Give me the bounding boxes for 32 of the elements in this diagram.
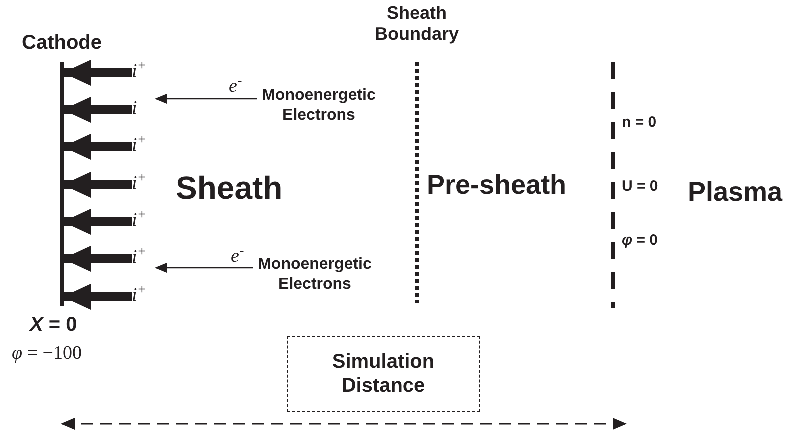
plasma-boundary-line [609, 62, 617, 308]
electron-arrow [155, 263, 253, 273]
electron-arrow [155, 94, 257, 104]
region-label: Pre-sheath [427, 169, 567, 202]
region-label: Sheath [176, 169, 283, 208]
ion-arrow [63, 246, 132, 272]
ion-arrow [63, 97, 132, 123]
region-label: Plasma [688, 176, 783, 209]
ion-arrow [63, 172, 132, 198]
electron-symbol: e$^{-}$ [229, 76, 242, 98]
ion-label: i [132, 98, 156, 122]
dashed-box: Simulation Distance [287, 336, 480, 412]
ion-label: i$^{+}$ [132, 173, 156, 197]
ion-label: i$^{+}$ [132, 210, 156, 234]
boundary-condition: n = 0 [622, 113, 657, 133]
boundary-condition: U = 0 [622, 177, 658, 197]
boundary-label: Sheath Boundary [374, 3, 460, 45]
electron-label: Monoenergetic Electrons [257, 86, 381, 126]
ion-label: i$^{+}$ [132, 247, 156, 271]
cathode-condition: X = 0 [30, 314, 78, 336]
ion-label: i$^{+}$ [132, 135, 156, 159]
electron-symbol: e$^{-}$ [231, 246, 244, 268]
ion-arrow [63, 284, 132, 310]
boundary-condition: φ = 0 [622, 231, 658, 251]
electron-label: Monoenergetic Electrons [253, 255, 377, 295]
ion-arrow [63, 209, 132, 235]
ion-arrow [63, 60, 132, 86]
cathode-condition: φ = −100 [12, 343, 82, 365]
ion-label: i$^{+}$ [132, 61, 156, 85]
cathode-label: Cathode [21, 31, 103, 56]
ion-arrow [63, 134, 132, 160]
ion-label: i$^{+}$ [132, 285, 156, 309]
